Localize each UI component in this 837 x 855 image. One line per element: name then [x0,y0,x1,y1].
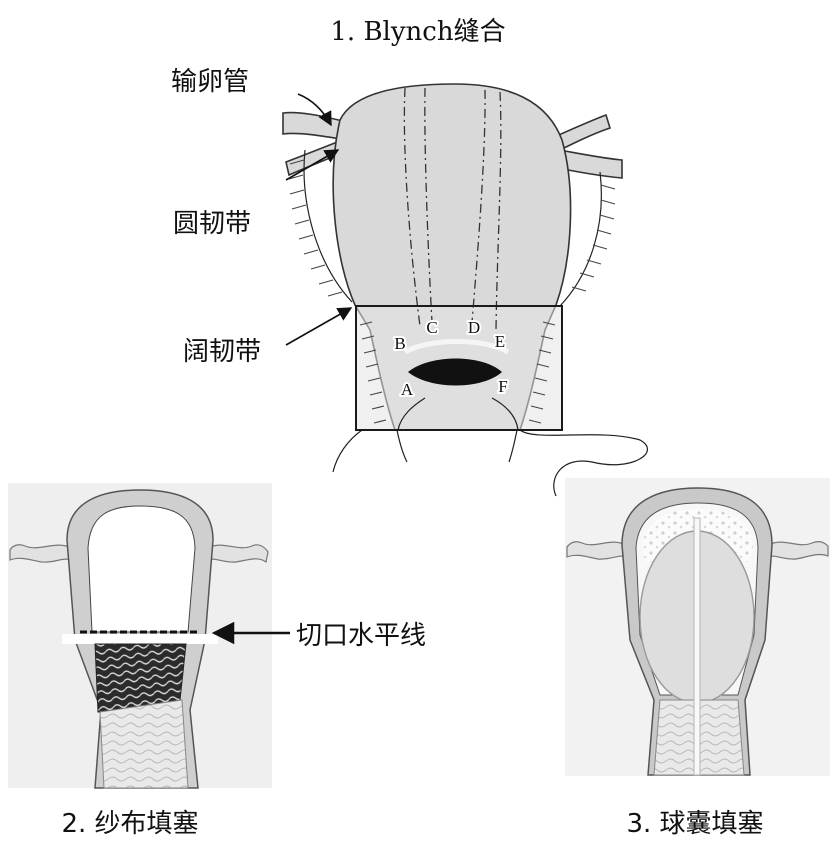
left-cavity-contour [397,397,426,431]
upper-incision-arc [403,339,510,355]
balloon-tamponade-figure: 3. 球囊填塞 [565,478,830,839]
round-ligament-pointer [285,149,340,181]
broad-ligament-pointer [285,307,353,346]
right-ligament-hatching [571,184,616,292]
gauze-incision-gap [62,634,218,644]
gauze-packing-figure: 切口水平线 2. 纱布填塞 [8,483,426,839]
blynch-caption: 1. Blynch缝合 [330,17,505,47]
balloon-catheter [693,517,701,776]
gauze-right-tube [207,544,269,564]
right-round-ligament-band [551,113,611,154]
balloon-left-tube [566,541,627,560]
suture-point-b: B [394,334,405,353]
fallopian-tube-label: 输卵管 [171,67,249,97]
gauze-caption: 2. 纱布填塞 [61,809,198,839]
box-left-hatching [359,321,387,424]
balloon-caption: 3. 球囊填塞 [626,809,763,839]
right-cavity-contour [491,397,519,431]
suture-point-a: A [401,380,414,399]
suture-tail-right [519,429,648,497]
box-right-hatching [528,321,556,424]
suture-point-f: F [498,377,507,396]
suture-line-1 [403,87,421,327]
round-ligament-label: 圆韧带 [173,209,251,239]
cervix-left-line [396,429,408,463]
broad-ligament-label: 阔韧带 [183,337,261,367]
incision-level-label: 切口水平线 [296,621,426,651]
balloon-right-tube [767,540,829,560]
blynch-figure: 1. Blynch缝合 输卵管 圆韧带 阔韧带 A B C D E F [171,17,648,497]
gauze-uterine-cavity [87,505,196,633]
left-ligament-edge [303,149,353,303]
suture-line-4 [495,91,502,331]
suture-tail-left [332,429,363,473]
left-ligament-hatching [288,159,343,297]
suture-point-d: D [468,318,480,337]
suture-point-e: E [495,332,505,351]
suture-line-3 [471,89,486,323]
suture-line-2 [424,87,433,323]
lower-segment-box [355,305,563,431]
gauze-left-tube [9,544,73,563]
suture-point-c: C [426,318,437,337]
uterine-incision [408,358,502,386]
gauze-cervical-canal [99,699,189,789]
fallopian-tube-pointer [297,93,332,127]
cervix-right-line [508,429,518,463]
